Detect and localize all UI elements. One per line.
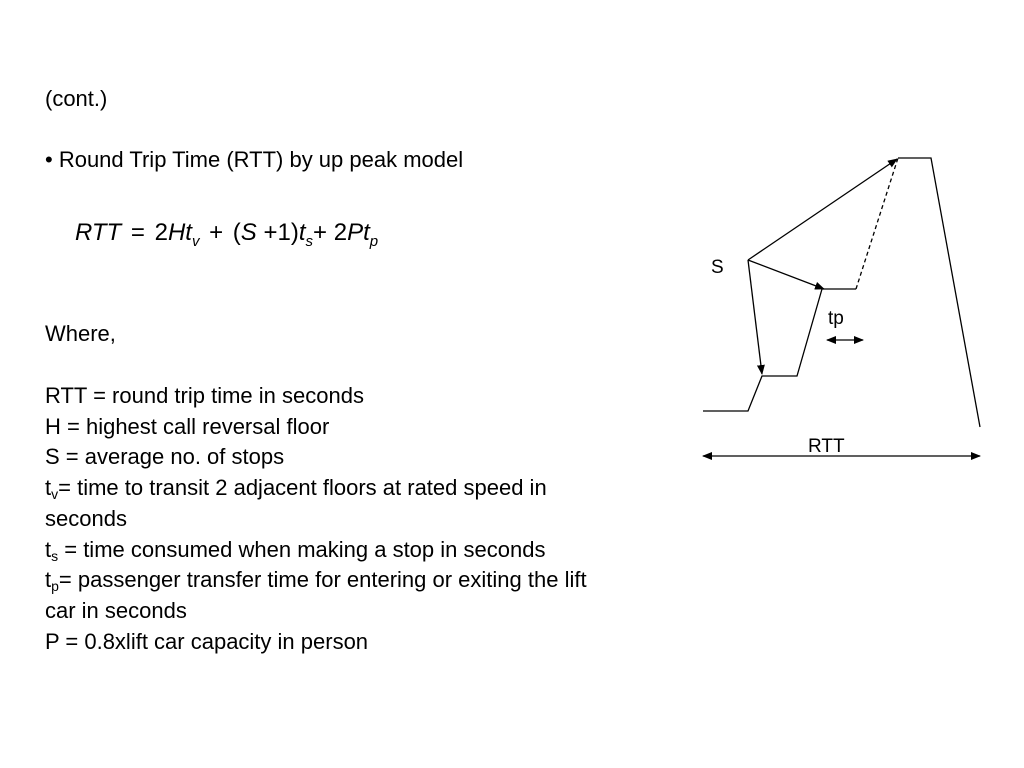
diagram-label-s: S — [711, 257, 724, 278]
formula-term3-var: Pt — [347, 219, 370, 246]
definition-s: S = average no. of stops — [45, 444, 285, 470]
definition-tp-sub: p — [51, 578, 59, 595]
definition-tp-text: = passenger transfer time for entering o… — [45, 567, 587, 623]
rtt-bullet-heading: • Round Trip Time (RTT) by up peak model — [45, 147, 464, 172]
return-travel-line — [898, 157, 981, 428]
formula-lhs: RTT — [75, 219, 122, 246]
formula-open-paren: ( — [232, 219, 241, 246]
definition-p: P = 0.8xlift car capacity in person — [45, 628, 369, 654]
definition-rtt: RTT = round trip time in seconds — [45, 383, 364, 408]
definition-tv-base: t — [45, 475, 52, 501]
where-label: Where, — [45, 321, 116, 346]
rtt-formula: RTT = 2Htv + (S +1)ts+ 2Ptp — [75, 218, 379, 250]
trip-base-line — [703, 288, 856, 412]
definition-ts-base: t — [45, 536, 52, 562]
definition-tv-sub: v — [51, 486, 59, 503]
definition-tv-text: = time to transit 2 adjacent floors at r… — [45, 475, 547, 531]
formula-term3-coef: 2 — [333, 219, 348, 246]
formula-equals: = — [130, 219, 145, 246]
continuation-label: (cont.) — [45, 86, 108, 111]
arrow-s-to-base — [747, 259, 765, 375]
definition-ts-text: = time consumed when making a stop in se… — [58, 536, 546, 562]
definition-ts: ts = time consumed when making a stop in… — [45, 535, 615, 566]
dashed-travel-line — [855, 157, 899, 290]
formula-term2-t: t — [298, 219, 306, 246]
diagram-label-tp: tp — [828, 308, 844, 329]
arrow-s-to-stop — [747, 259, 825, 290]
formula-plus-1: + — [209, 219, 224, 246]
arrow-s-to-top — [747, 158, 898, 261]
formula-term2-plus-one: +1) — [263, 219, 299, 246]
definition-h: H = highest call reversal floor — [45, 413, 330, 439]
definition-tv: tv= time to transit 2 adjacent floors at… — [45, 473, 615, 534]
formula-term1-coef: 2 — [154, 219, 168, 246]
definition-tp: tp= passenger transfer time for entering… — [45, 565, 615, 626]
definition-tp-base: t — [45, 567, 52, 593]
formula-term1-sub: v — [191, 233, 200, 250]
formula-term3-sub: p — [369, 233, 379, 250]
formula-plus-2: + — [313, 219, 328, 246]
diagram-label-rtt: RTT — [808, 436, 845, 457]
definition-ts-sub: s — [51, 547, 59, 564]
formula-term1-var: Ht — [167, 219, 192, 246]
formula-term2-sub: s — [305, 233, 314, 250]
formula-term2-var: S — [240, 219, 257, 246]
rtt-diagram: S tp RTT — [702, 157, 981, 460]
definition-list: RTT = round trip time in seconds H = hig… — [45, 381, 615, 657]
